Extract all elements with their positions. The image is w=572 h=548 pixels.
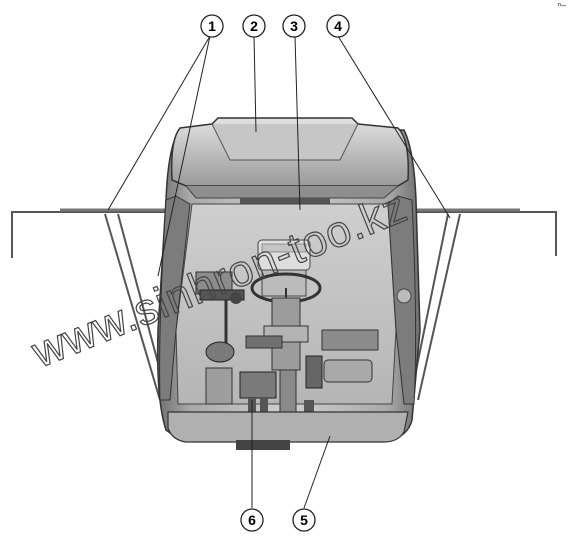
callout-6: 6 [240, 508, 264, 532]
callout-3-label: 3 [290, 18, 298, 34]
callout-2-label: 2 [250, 18, 258, 34]
callout-4: 4 [326, 14, 350, 38]
right-side-boxes [305, 288, 412, 389]
left-control-panel [195, 271, 245, 405]
leader-lines [107, 35, 451, 509]
callout-3: 3 [282, 14, 306, 38]
callout-2: 2 [242, 14, 266, 38]
callout-4-label: 4 [334, 18, 342, 34]
corner-mark: ⁿ– [557, 0, 566, 10]
callout-1-label: 1 [208, 18, 216, 34]
callout-1: 1 [200, 14, 224, 38]
callout-5: 5 [292, 508, 316, 532]
callout-6-label: 6 [248, 512, 256, 528]
callout-5-label: 5 [300, 512, 308, 528]
floor-plate [167, 411, 409, 443]
